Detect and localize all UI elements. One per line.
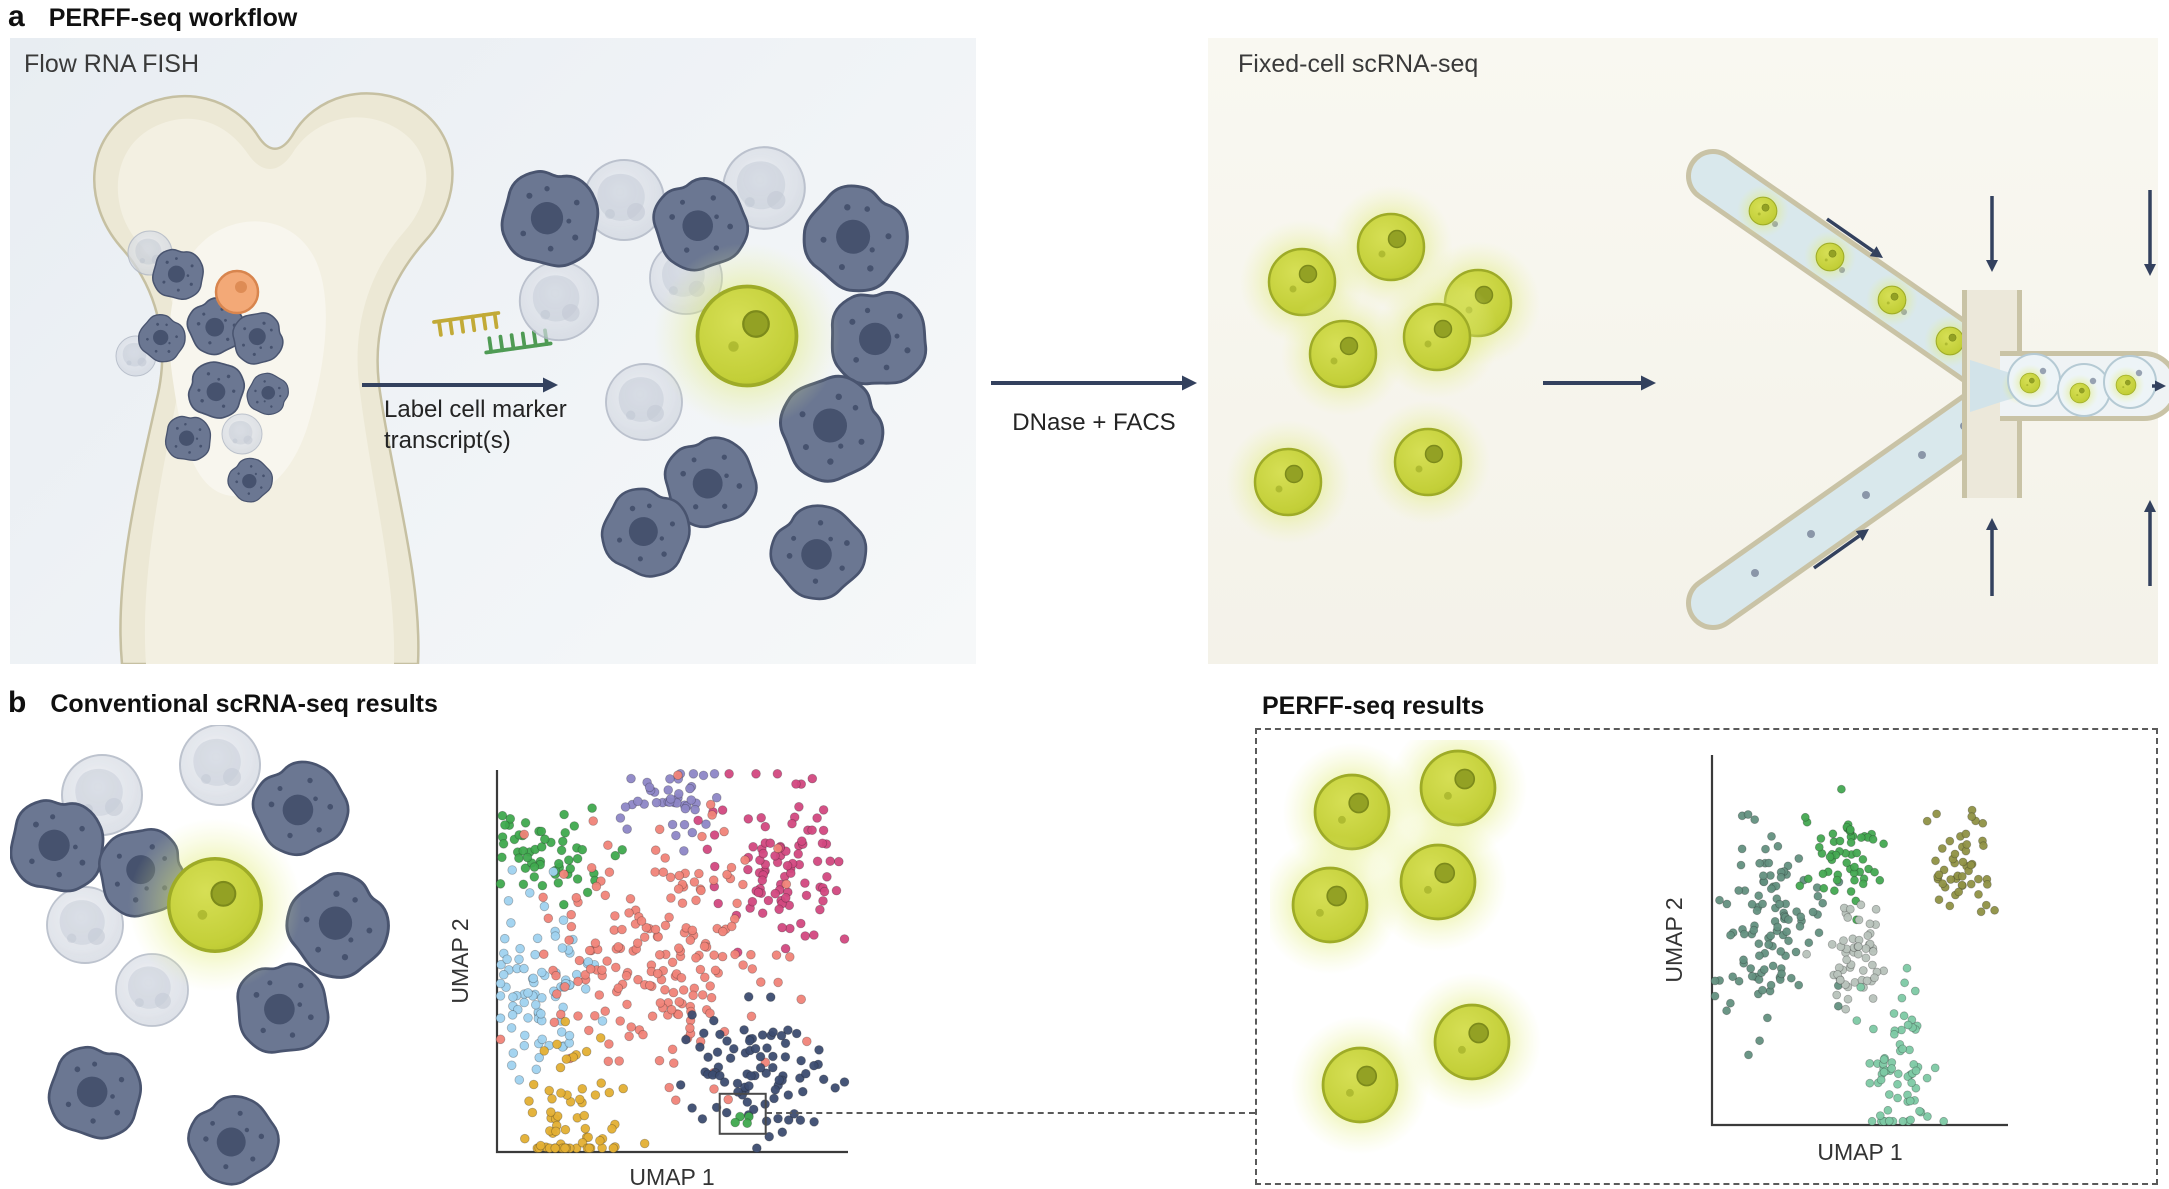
- umap-cluster-rare-green: [718, 1092, 767, 1135]
- green-labeled-cell: [652, 241, 842, 431]
- umap-cluster-mint: [1852, 963, 1949, 1126]
- perff-results-title: PERFF-seq results: [1262, 692, 1485, 720]
- dark-cell: [175, 1081, 292, 1189]
- bead: [2089, 377, 2097, 385]
- flow-rna-fish-illustration: [93, 92, 928, 664]
- fixed-cell-panel: Fixed-cell scRNA-seq: [1208, 38, 2169, 664]
- umap-cluster-olive: [1922, 805, 2000, 917]
- axis-lines: [495, 770, 848, 1154]
- orange-target-cell: [214, 269, 260, 315]
- perff-sorted-cells-illustration: [1270, 740, 1543, 1156]
- fixed-box-caption: Fixed-cell scRNA-seq: [1238, 50, 1479, 78]
- dnase-facs-step: DNase + FACS: [985, 368, 1203, 438]
- ghost-cell: [518, 260, 600, 342]
- arrow: [362, 377, 558, 393]
- green-cell: [1865, 273, 1919, 327]
- panel-b-label: b: [8, 686, 27, 719]
- sorted-green-cells: [1270, 740, 1543, 1156]
- lower-channel: [1691, 384, 2014, 625]
- y-axis-label: UMAP 2: [447, 918, 473, 1003]
- green-cell: [1224, 418, 1352, 546]
- droplet: [2103, 355, 2157, 409]
- labeled-cell-cluster: [492, 146, 928, 615]
- flow-rna-fish-panel: Flow RNA FISH Label cell marker transcri…: [10, 38, 976, 664]
- arrow: [1543, 375, 1656, 391]
- dark-cell: [38, 1035, 154, 1150]
- ghost-cell: [179, 725, 261, 806]
- green-cell: [1803, 230, 1857, 284]
- green-cell: [1736, 184, 1790, 238]
- arrow: [2144, 190, 2156, 276]
- rare-cluster-connector-line: [766, 1112, 1255, 1114]
- dnase-facs-label: DNase + FACS: [1012, 409, 1176, 436]
- droplet: [2007, 353, 2061, 407]
- arrow: [2152, 380, 2166, 392]
- dark-cell: [830, 290, 928, 386]
- panel-a-header: a PERFF-seq workflow: [8, 0, 297, 34]
- panel-b-title: Conventional scRNA-seq results: [50, 690, 438, 718]
- droplets: [2007, 353, 2157, 417]
- arrow: [1986, 196, 1998, 272]
- panel-b-header: b Conventional scRNA-seq results: [8, 686, 438, 720]
- arrow: [991, 375, 1197, 391]
- umap-cluster-dark-teal: [1710, 810, 1844, 1060]
- labeled-cell-cluster: [10, 725, 407, 1189]
- green-cell: [1364, 398, 1492, 526]
- sorted-green-cells: [1224, 183, 1542, 546]
- microfluidic-device: [1686, 149, 2169, 630]
- arrow: [2144, 500, 2156, 586]
- umap-cluster-gold: [520, 1016, 650, 1154]
- arrow: [1812, 529, 1869, 570]
- umap-cluster-magenta: [693, 768, 850, 958]
- probe-arrow-label: Label cell marker transcript(s): [384, 394, 567, 456]
- umap-plot-conventional: UMAP 2 UMAP 1: [447, 768, 850, 1189]
- panel-a-label: a: [8, 0, 25, 33]
- perff-results-box: [1255, 728, 2158, 1185]
- umap-plot-perff: UMAP 2 UMAP 1: [1661, 755, 2008, 1165]
- x-axis-label: UMAP 1: [629, 1164, 714, 1189]
- dark-cell: [755, 488, 882, 615]
- flow-box-caption: Flow RNA FISH: [24, 50, 200, 78]
- green-labeled-cell: [126, 816, 304, 994]
- arrow: [1825, 217, 1883, 258]
- droplet: [2057, 363, 2111, 417]
- bead: [2039, 367, 2047, 375]
- probe-arrow-label-line2: transcript(s): [384, 427, 511, 454]
- umap-cluster-purple: [615, 768, 722, 856]
- umap-cluster-navy: [675, 992, 850, 1154]
- ghost-cell: [221, 413, 263, 455]
- rare-cluster-highlight-box: [718, 1092, 767, 1135]
- x-axis-label: UMAP 1: [1817, 1139, 1902, 1165]
- fixed-cell-illustration: [1224, 149, 2169, 630]
- dnase-facs-arrow: [991, 375, 1197, 391]
- umap-cluster-pale-gray-green: [1802, 900, 1889, 1014]
- probe-arrow-label-line1: Label cell marker: [384, 396, 567, 423]
- arrow: [1986, 518, 1998, 596]
- umap-cluster-green: [1795, 784, 1889, 925]
- bead: [2135, 369, 2143, 377]
- y-axis-label: UMAP 2: [1661, 897, 1687, 982]
- green-cell: [1401, 971, 1543, 1113]
- green-cell: [1373, 273, 1501, 401]
- green-cell: [1367, 811, 1509, 953]
- cell-cluster-illustration: [10, 725, 407, 1189]
- umap-cluster-salmon: [495, 770, 812, 1106]
- panel-a-title: PERFF-seq workflow: [48, 4, 298, 32]
